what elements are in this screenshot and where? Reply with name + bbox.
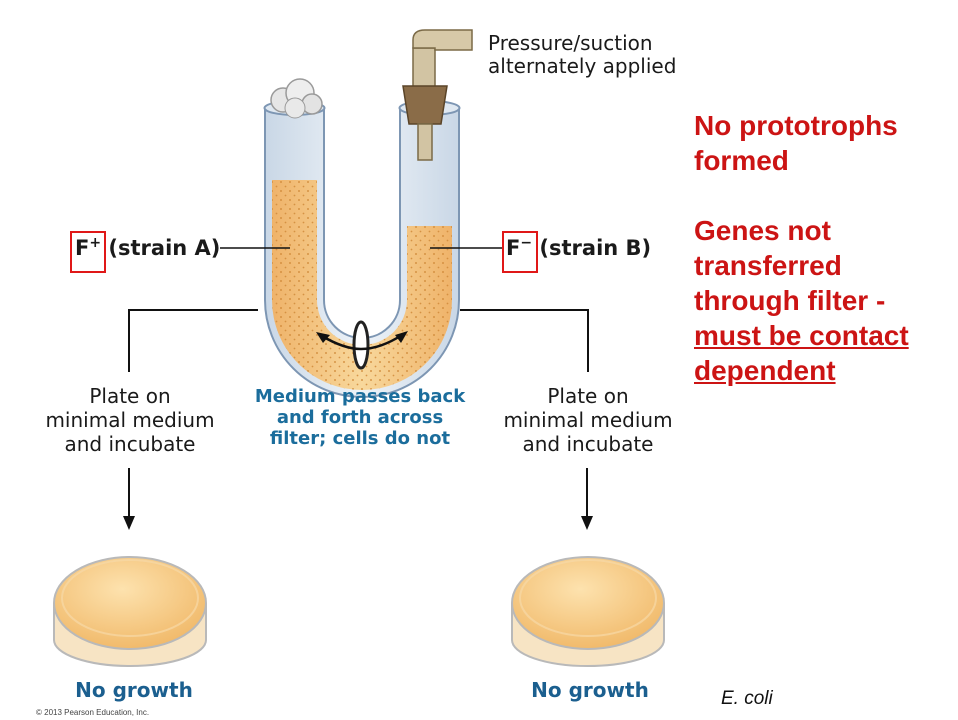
plate-right-line3: and incubate bbox=[522, 432, 654, 456]
note-line4: transferred bbox=[694, 250, 842, 281]
note-line6: must be contact bbox=[694, 320, 909, 351]
copyright: © 2013 Pearson Education, Inc. bbox=[36, 708, 150, 717]
strain-a-highlight-box bbox=[70, 231, 106, 273]
strain-a-label: F+ (strain A) bbox=[75, 235, 220, 260]
petri-dish-left bbox=[53, 556, 207, 667]
filter-note: Medium passes back and forth across filt… bbox=[240, 386, 480, 449]
strain-a-text: (strain A) bbox=[108, 236, 221, 260]
note-line2: formed bbox=[694, 145, 789, 176]
strain-b-label: F− (strain B) bbox=[506, 235, 651, 260]
plate-right-line2: minimal medium bbox=[503, 408, 673, 432]
pump-stopper bbox=[402, 29, 473, 161]
strain-b-text: (strain B) bbox=[539, 236, 652, 260]
note-spacer bbox=[694, 178, 954, 213]
filter-note-line3: filter; cells do not bbox=[269, 428, 451, 449]
strain-b-letter: F bbox=[506, 236, 521, 260]
plate-right-line1: Plate on bbox=[547, 384, 629, 408]
explanation-notes: No prototrophs formed Genes not transfer… bbox=[694, 108, 954, 388]
right-bracket-line bbox=[460, 309, 589, 372]
pressure-label-line2: alternately applied bbox=[488, 54, 677, 78]
left-down-arrowhead bbox=[123, 516, 135, 530]
strain-b-highlight-box bbox=[502, 231, 538, 273]
pressure-label-line1: Pressure/suction bbox=[488, 31, 653, 55]
cotton-plug bbox=[270, 78, 323, 119]
filter-note-line1: Medium passes back bbox=[254, 386, 466, 407]
petri-dish-right bbox=[511, 556, 665, 667]
plate-label-right: Plate on minimal medium and incubate bbox=[483, 384, 693, 456]
plate-left-line2: minimal medium bbox=[45, 408, 215, 432]
strain-b-sup: − bbox=[520, 235, 533, 251]
right-down-arrowhead bbox=[581, 516, 593, 530]
plate-left-line1: Plate on bbox=[89, 384, 171, 408]
note-line7: dependent bbox=[694, 355, 836, 386]
note-line1: No prototrophs bbox=[694, 110, 898, 141]
left-bracket-line bbox=[128, 309, 258, 372]
result-right: No growth bbox=[531, 678, 649, 702]
filter-note-line2: and forth across bbox=[276, 407, 444, 428]
filter-disk bbox=[352, 320, 370, 370]
note-line3: Genes not bbox=[694, 215, 831, 246]
plate-label-left: Plate on minimal medium and incubate bbox=[25, 384, 235, 456]
strain-a-letter: F bbox=[75, 236, 90, 260]
flow-arrow-left-head bbox=[316, 332, 330, 343]
result-left: No growth bbox=[75, 678, 193, 702]
strain-a-sup: + bbox=[89, 235, 102, 251]
note-line5: through filter - bbox=[694, 285, 886, 316]
plate-left-line3: and incubate bbox=[64, 432, 196, 456]
species-label: E. coli bbox=[721, 688, 773, 709]
bacteria-cells bbox=[272, 180, 452, 390]
pressure-label: Pressure/suction alternately applied bbox=[488, 32, 676, 78]
flow-arrow-right-head bbox=[395, 331, 408, 343]
